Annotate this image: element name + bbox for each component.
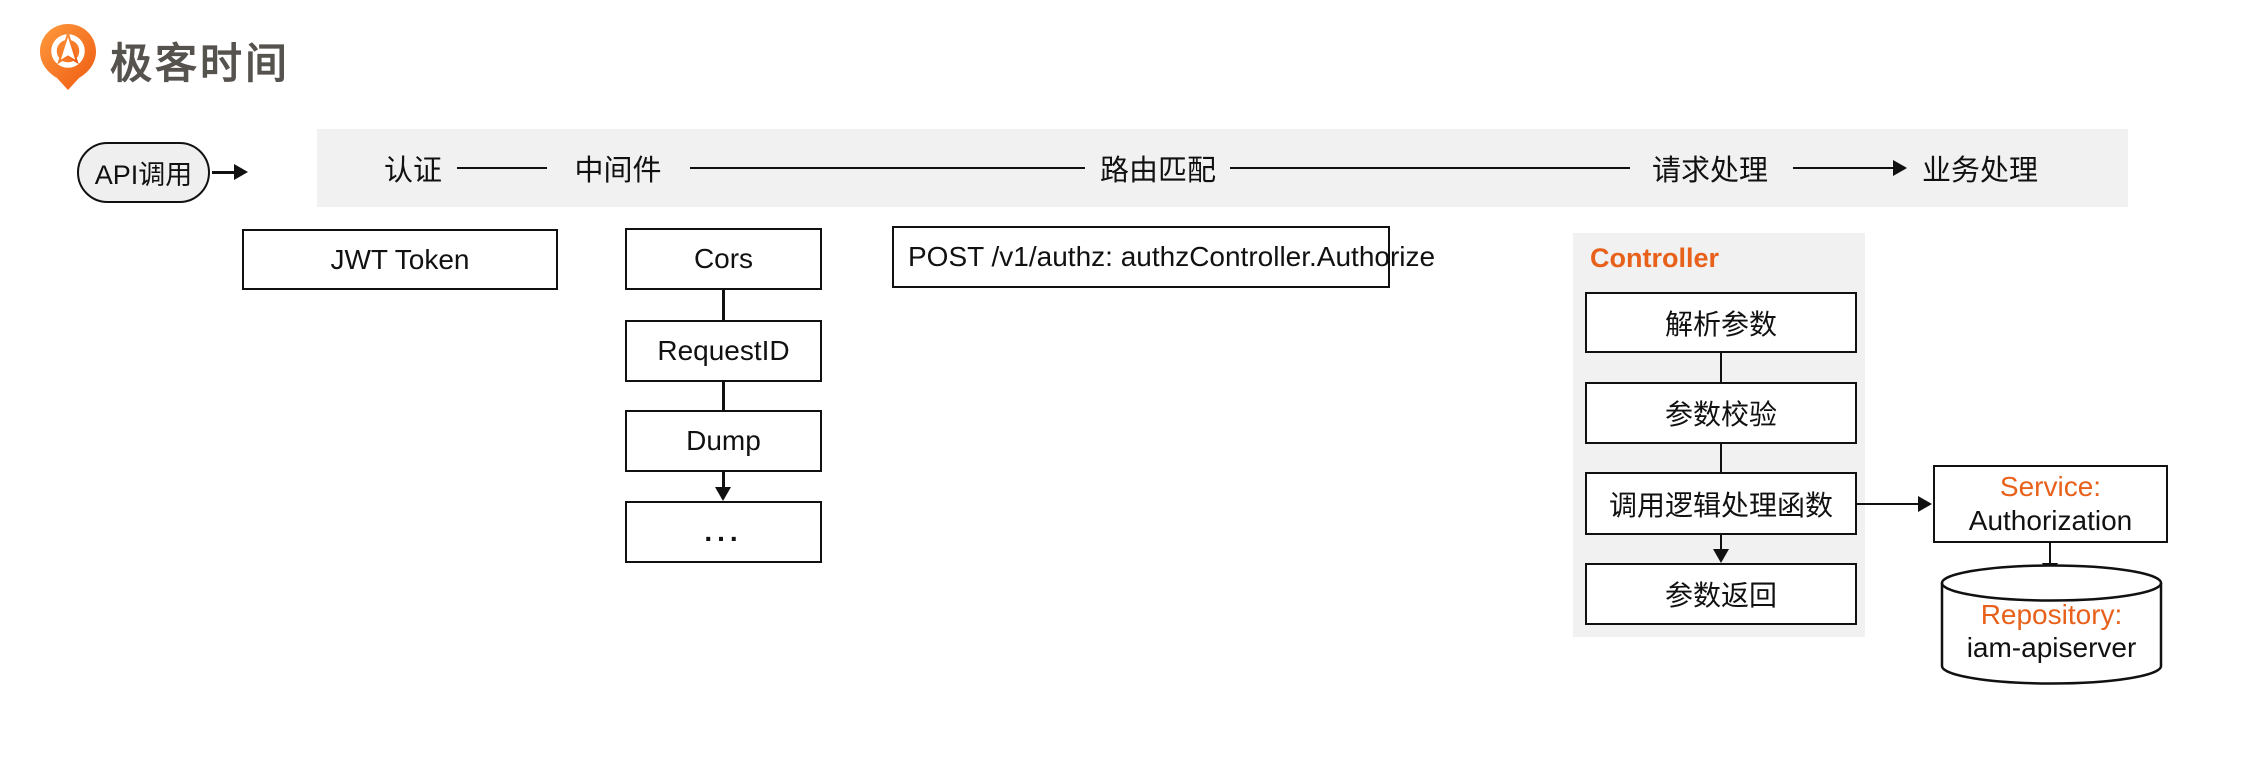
repository-text: Repository: iam-apiserver (1940, 598, 2163, 664)
controller-connector-line (1719, 444, 1723, 472)
stage-authentication: 认证 (383, 155, 443, 187)
stage-middleware: 中间件 (574, 155, 662, 187)
middleware-arrowhead-icon (715, 487, 731, 501)
geektime-pin-icon (40, 24, 96, 90)
service-box: Service: Authorization (1933, 465, 2168, 543)
stage-connector-line (1230, 166, 1630, 170)
service-connector-line (1857, 502, 1919, 506)
stage-connector-line (457, 166, 547, 170)
pipeline-banner: 认证 中间件 路由匹配 请求处理 业务处理 (317, 129, 2128, 207)
controller-step-label: 参数返回 (1664, 580, 1777, 611)
api-call-label: API调用 (94, 160, 193, 190)
service-kind-label: Service: (1999, 471, 2102, 502)
repository-cylinder: Repository: iam-apiserver (1940, 564, 2163, 688)
controller-panel: Controller 解析参数 参数校验 调用逻辑处理函数 参数返回 (1573, 233, 1865, 637)
middleware-connector-line (722, 382, 725, 410)
middleware-box-dump: Dump (625, 410, 822, 472)
controller-step-label: 调用逻辑处理函数 (1608, 489, 1833, 521)
controller-arrow-line (1719, 535, 1723, 550)
brand-logo: 极客时间 (38, 22, 287, 92)
jwt-token-box: JWT Token (242, 229, 558, 290)
controller-step-label: 解析参数 (1664, 308, 1777, 340)
controller-step-parse: 解析参数 (1585, 292, 1857, 353)
stage-arrow-line (1793, 166, 1893, 170)
service-arrowhead-icon (1918, 495, 1932, 512)
api-call-node: API调用 (77, 142, 210, 203)
controller-step-invoke-logic: 调用逻辑处理函数 (1585, 472, 1857, 535)
middleware-connector-line (722, 290, 725, 320)
repository-name-label: iam-apiserver (1966, 632, 2137, 663)
middleware-box-more: ... (625, 501, 822, 563)
jwt-token-label: JWT Token (330, 243, 470, 275)
brand-name: 极客时间 (110, 40, 291, 87)
middleware-arrow-line (722, 472, 725, 488)
middleware-label: RequestID (657, 335, 790, 366)
stage-arrowhead-icon (1893, 159, 1907, 176)
controller-connector-line (1719, 353, 1723, 382)
controller-title: Controller (1590, 243, 1720, 273)
controller-step-validate: 参数校验 (1585, 382, 1857, 444)
controller-step-return: 参数返回 (1585, 563, 1857, 625)
middleware-label: ... (704, 516, 743, 547)
middleware-box-cors: Cors (625, 228, 822, 290)
stage-connector-line (690, 166, 1085, 170)
route-match-box: POST /v1/authz: authzController.Authoriz… (892, 226, 1435, 288)
controller-arrowhead-icon (1712, 549, 1729, 563)
stage-business-handling: 业务处理 (1921, 155, 2039, 187)
middleware-box-requestid: RequestID (625, 320, 822, 382)
controller-step-label: 参数校验 (1664, 399, 1777, 430)
middleware-label: Cors (693, 243, 754, 274)
entry-arrowhead-icon (234, 163, 248, 180)
service-name-label: Authorization (1968, 505, 2133, 536)
stage-route-matching: 路由匹配 (1099, 155, 1217, 187)
repository-kind-label: Repository: (1980, 599, 2123, 630)
repository-arrow-line (2048, 543, 2052, 564)
database-icon (1940, 564, 2163, 685)
route-match-label: POST /v1/authz: authzController.Authoriz… (908, 241, 1436, 272)
stage-request-handling: 请求处理 (1651, 155, 1769, 187)
entry-connector-line (212, 171, 236, 174)
middleware-label: Dump (686, 425, 761, 456)
